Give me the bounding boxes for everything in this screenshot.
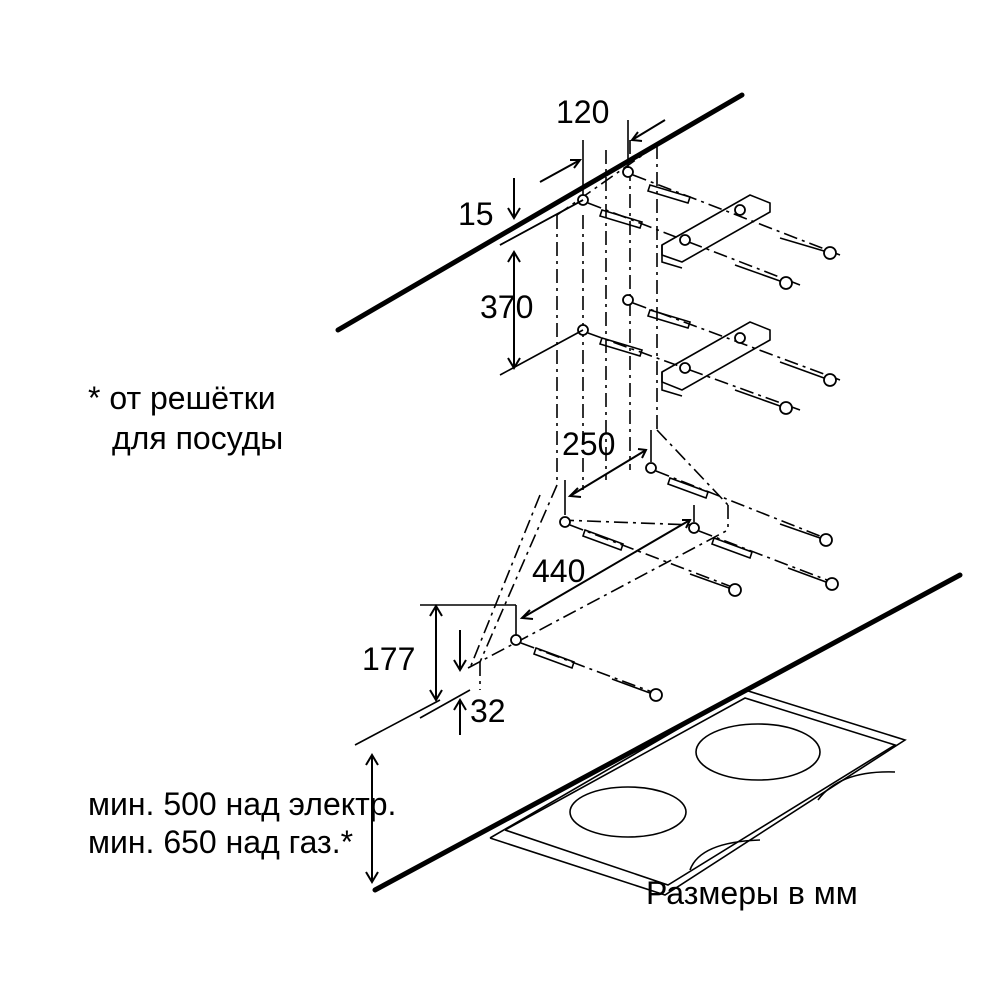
cooktop: [489, 689, 907, 896]
grid-note-line2: для посуды: [112, 420, 284, 456]
units-label: Размеры в мм: [646, 875, 858, 911]
hob-burner: [695, 723, 821, 781]
ceiling-line: [335, 92, 745, 333]
dim-177-label: 177: [362, 641, 415, 677]
dim-32: 32: [453, 630, 506, 735]
upper-fixings: [577, 166, 841, 415]
min-distance-gas: мин. 650 над газ.*: [88, 824, 354, 860]
worktop-line: [372, 572, 963, 893]
wall-bracket-lower: [661, 321, 771, 397]
dim-min-distance: [354, 699, 441, 884]
dim-440-label: 440: [532, 553, 585, 589]
grid-note-line1: * от решётки: [88, 380, 276, 416]
hob-burner: [817, 771, 896, 801]
hob-burner: [569, 786, 687, 838]
dim-120: 120: [539, 94, 666, 195]
dim-440: 440: [515, 505, 695, 635]
dim-120-label: 120: [556, 94, 609, 130]
min-distance-electric: мин. 500 над электр.: [88, 786, 397, 822]
hob-burner: [689, 839, 761, 871]
dim-250: 250: [562, 426, 652, 515]
dim-15-label: 15: [458, 196, 494, 232]
lower-fixings: [510, 462, 841, 702]
chimney-outline: [467, 140, 729, 690]
dim-15: 15: [458, 178, 584, 246]
wall-bracket-upper: [661, 194, 771, 269]
dim-32-label: 32: [470, 693, 506, 729]
dim-370-label: 370: [480, 289, 533, 325]
dim-370: 370: [480, 199, 584, 376]
dim-250-label: 250: [562, 426, 615, 462]
dim-177: 177: [362, 604, 516, 719]
